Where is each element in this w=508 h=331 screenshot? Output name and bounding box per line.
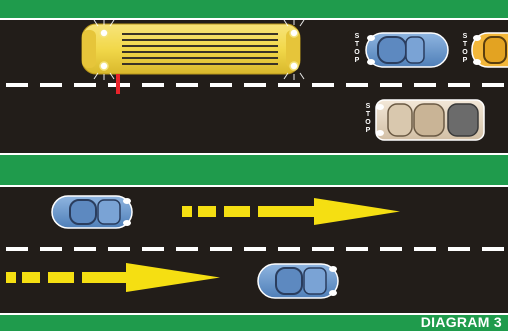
stop-letter: S [355, 33, 360, 40]
bus-stop-arm [116, 74, 120, 94]
grass-median [0, 155, 508, 185]
stop-letter: P [355, 57, 360, 64]
edge-line [0, 153, 508, 155]
edge-line [0, 18, 508, 20]
diagram-caption: DIAGRAM 3 [421, 314, 502, 330]
grass-top [0, 0, 508, 18]
stop-letter: O [354, 49, 360, 56]
stop-letter: O [462, 49, 468, 56]
moving-car-blue-left [52, 196, 132, 228]
edge-line [0, 185, 508, 187]
upper-dashed-lane-line [6, 83, 504, 87]
lower-dashed-lane-line [6, 247, 504, 251]
stopped-car-blue [366, 33, 448, 67]
stop-letter: O [365, 119, 371, 126]
stopped-car-cream [376, 100, 484, 140]
stop-letter: S [463, 33, 468, 40]
stopped-car-orange [472, 33, 508, 67]
stop-letter: S [366, 103, 371, 110]
stop-letter: P [463, 57, 468, 64]
stop-letter: T [463, 41, 468, 48]
stop-letter: T [366, 111, 371, 118]
moving-car-blue-right [258, 264, 338, 298]
stop-letter: P [366, 127, 371, 134]
stop-letter: T [355, 41, 360, 48]
